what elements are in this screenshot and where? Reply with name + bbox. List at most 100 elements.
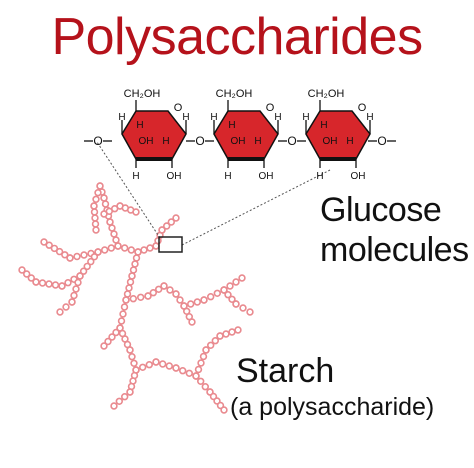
glucose-bead bbox=[226, 282, 234, 290]
glucose-bead bbox=[145, 361, 154, 369]
c1-h-label: H bbox=[274, 112, 281, 123]
glucose-bead bbox=[115, 397, 124, 405]
glucose-bead bbox=[234, 326, 242, 334]
glucose-bead bbox=[129, 295, 138, 303]
glucose-bead bbox=[172, 364, 180, 372]
glucose-bead bbox=[238, 274, 246, 282]
starch-branch bbox=[18, 248, 102, 290]
glucose-bead bbox=[200, 296, 208, 304]
glucose-bead bbox=[166, 286, 174, 294]
c2-oh-label: OH bbox=[259, 171, 274, 182]
ch2oh-label: CH₂OH bbox=[124, 88, 161, 100]
c2-oh-label: OH bbox=[167, 171, 182, 182]
glucose-bead bbox=[122, 296, 130, 304]
starch-branch bbox=[192, 372, 228, 414]
glucose-bead bbox=[125, 284, 133, 292]
starch-sublabel: (a polysaccharide) bbox=[230, 393, 435, 421]
glucose-bead bbox=[92, 195, 100, 204]
glucose-bead bbox=[61, 251, 69, 259]
inner-h-label: H bbox=[228, 120, 235, 131]
c3-h-label: H bbox=[132, 171, 139, 182]
glycosidic-oxygen: O bbox=[287, 134, 296, 148]
starch-branch bbox=[152, 214, 180, 250]
glucose-bead bbox=[87, 257, 95, 266]
glucose-bead bbox=[158, 226, 166, 234]
glucose-bead bbox=[76, 272, 84, 280]
glucose-bead bbox=[232, 278, 240, 286]
inner-h-label: H bbox=[254, 136, 261, 147]
glucose-bead bbox=[197, 377, 205, 385]
ch2oh-label: CH₂OH bbox=[308, 88, 345, 100]
glucose-bead bbox=[104, 337, 112, 346]
callout-line-lower bbox=[181, 169, 331, 246]
diagram-title: Polysaccharides bbox=[51, 8, 423, 66]
glucose-bead bbox=[193, 298, 202, 306]
inner-h-label: H bbox=[162, 136, 169, 147]
starch-branch bbox=[100, 202, 140, 218]
glucose-label-line2: molecules bbox=[320, 231, 469, 269]
glucose-bead bbox=[165, 362, 174, 370]
glucose-bead bbox=[56, 308, 64, 316]
glucose-bead bbox=[140, 246, 148, 254]
glycosidic-link: O bbox=[368, 134, 396, 148]
glucose-bead bbox=[51, 281, 60, 289]
glucose-bead bbox=[163, 222, 171, 230]
glucose-bead bbox=[112, 236, 120, 244]
glucose-bead bbox=[90, 253, 99, 261]
inner-h-label: H bbox=[320, 120, 327, 131]
glucose-bead bbox=[207, 341, 215, 349]
glucose-bead bbox=[167, 218, 176, 226]
ring-oxygen-label: O bbox=[174, 102, 183, 114]
glucose-bead bbox=[199, 352, 208, 361]
starch-branch-network bbox=[18, 182, 254, 414]
glucose-bead bbox=[101, 200, 110, 208]
glucose-bead bbox=[187, 300, 195, 308]
glucose-bead bbox=[100, 246, 109, 254]
glucose-bead bbox=[100, 194, 108, 202]
glucose-bead bbox=[144, 292, 152, 300]
glucose-bead bbox=[27, 274, 35, 282]
glycosidic-link: O bbox=[278, 134, 306, 148]
chain-end-oxygen: O bbox=[377, 134, 386, 148]
glucose-bead bbox=[128, 272, 136, 280]
glucose-bead bbox=[179, 367, 187, 375]
c2-oh-label: OH bbox=[351, 171, 366, 182]
glucose-bead bbox=[172, 290, 180, 298]
chain-start-oxygen: O bbox=[93, 134, 102, 148]
glycosidic-oxygen: O bbox=[195, 134, 204, 148]
glucose-bead bbox=[90, 208, 99, 216]
glucose-bead bbox=[68, 298, 76, 306]
glucose-bead bbox=[239, 304, 247, 312]
inner-h-label: H bbox=[136, 120, 143, 131]
glucose-bead bbox=[90, 202, 98, 210]
glucose-bead bbox=[94, 189, 102, 197]
glucose-bead bbox=[96, 182, 104, 190]
glucose-bead bbox=[58, 282, 66, 290]
glucose-bead bbox=[106, 218, 114, 226]
glucose-bead bbox=[127, 246, 136, 254]
starch-label: Starch bbox=[236, 352, 335, 390]
glucose-bead bbox=[131, 260, 139, 268]
glucose-bead bbox=[72, 285, 80, 293]
glucose-bead bbox=[216, 332, 224, 340]
glucose-bead bbox=[79, 267, 88, 275]
glucose-bead bbox=[38, 279, 47, 287]
glucose-bead bbox=[108, 333, 116, 341]
glucose-bead bbox=[128, 353, 136, 361]
c4-h-label: H bbox=[118, 112, 125, 123]
glucose-bead bbox=[64, 279, 72, 287]
glucose-bead bbox=[137, 293, 145, 301]
glucose-bead bbox=[222, 330, 230, 338]
ring-oxygen-label: O bbox=[266, 102, 275, 114]
glucose-bead bbox=[130, 359, 138, 367]
glucose-bead bbox=[23, 270, 31, 278]
starch-branch bbox=[192, 326, 242, 380]
glucose-bead bbox=[202, 346, 210, 354]
glucose-bead bbox=[119, 310, 127, 318]
glucose-bead bbox=[45, 241, 53, 249]
glucose-bead bbox=[66, 254, 74, 262]
glucose-bead bbox=[120, 393, 129, 401]
